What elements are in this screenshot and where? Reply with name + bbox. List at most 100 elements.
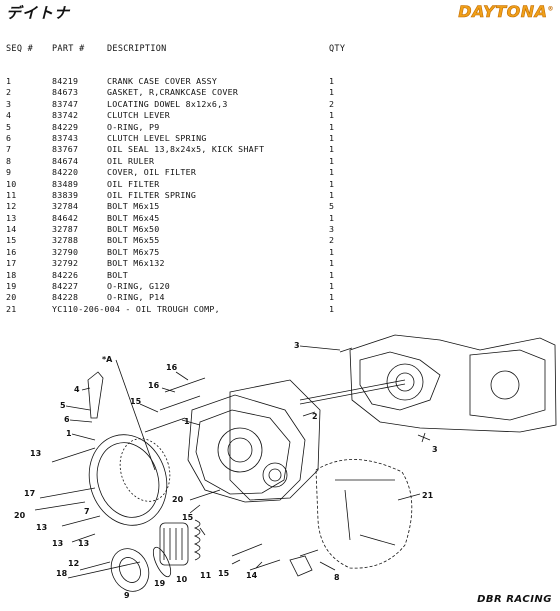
description-cell: OIL RULER: [107, 155, 155, 166]
description-cell: BOLT: [107, 269, 128, 280]
qty-cell: 1: [329, 292, 335, 303]
callout-a: *A: [102, 355, 113, 364]
callout-16a: 16: [166, 363, 178, 372]
part-cell: 32792: [52, 258, 79, 269]
description-cell: O-RING, G120: [107, 281, 170, 292]
col-header-part: PART #: [52, 44, 85, 54]
description-cell: OIL FILTER: [107, 178, 160, 189]
callout-15c: 15: [218, 569, 230, 578]
table-row: 1 84219 CRANK CASE COVER ASSY 1: [0, 76, 560, 87]
qty-cell: 5: [329, 201, 335, 212]
part-cell: 84227: [52, 281, 79, 292]
part-cell: 32784: [52, 201, 79, 212]
seq-cell: 19: [6, 281, 17, 292]
daytona-logo-text: DAYTONA: [458, 2, 548, 22]
description-cell: COVER, OIL FILTER: [107, 167, 197, 178]
part-cell: 83839: [52, 189, 79, 200]
description-cell: GASKET, R,CRANKCASE COVER: [107, 87, 239, 98]
qty-cell: 2: [329, 235, 335, 246]
seq-cell: 1: [6, 76, 12, 86]
description-cell: O-RING, P14: [107, 292, 165, 303]
description-cell: BOLT M6x55: [107, 235, 160, 246]
callout-13c: 13: [52, 539, 63, 548]
seq-cell: 18: [6, 269, 17, 280]
callout-14: 14: [246, 571, 258, 580]
callout-1: 1: [66, 429, 72, 438]
description-cell: O-RING, P9: [107, 121, 160, 132]
callout-6: 6: [64, 415, 70, 424]
callout-18: 18: [56, 569, 68, 578]
seq-cell: 16: [6, 246, 17, 257]
part-cell: 83742: [52, 110, 79, 121]
description-cell: CRANK CASE COVER ASSY: [107, 76, 218, 86]
callout-9: 9: [124, 591, 130, 600]
description-cell: LOCATING DOWEL 8x12x6,3: [107, 98, 228, 109]
callout-2: 2: [312, 412, 318, 421]
qty-cell: 1: [329, 132, 335, 143]
part-cell: 84220: [52, 167, 79, 178]
seq-cell: 21: [6, 303, 17, 314]
callout-21: 21: [422, 491, 434, 500]
seq-cell: 12: [6, 201, 17, 212]
callout-8: 8: [334, 573, 340, 582]
callout-3b: 3: [432, 445, 438, 454]
callout-4: 4: [74, 385, 80, 394]
dbr-racing-logo: DBR RACING: [477, 594, 552, 605]
qty-cell: 1: [329, 246, 335, 257]
part-cell: 83743: [52, 132, 79, 143]
qty-cell: 1: [329, 144, 335, 155]
callout-13d: 13: [78, 539, 89, 548]
qty-cell: 1: [329, 281, 335, 292]
callout-5: 5: [60, 401, 66, 410]
part-cell: 84674: [52, 155, 79, 166]
callout-16b: 16: [148, 381, 160, 390]
col-header-qty: QTY: [329, 44, 346, 54]
callout-19: 19: [154, 579, 166, 588]
callout-15b: 15: [182, 513, 194, 522]
qty-cell: 1: [329, 212, 335, 223]
part-cell: 83489: [52, 178, 79, 189]
qty-cell: 1: [329, 258, 335, 269]
exploded-parts-diagram: 3 3 2 *A 16 16 15 4 5 6 1 1 13 17 20 7 1…: [14, 334, 557, 600]
part-cell: 32787: [52, 224, 79, 235]
seq-cell: 9: [6, 167, 12, 178]
seq-cell: 14: [6, 224, 17, 235]
seq-cell: 10: [6, 178, 17, 189]
part-cell: 84219: [52, 76, 79, 86]
daytona-katakana-logo: デイトナ: [6, 4, 71, 22]
table-row: 15 32788 BOLT M6x55 2: [0, 235, 560, 246]
description-cell: OIL FILTER SPRING: [107, 189, 197, 200]
seq-cell: 15: [6, 235, 17, 246]
callout-10: 10: [176, 575, 188, 584]
qty-cell: 1: [329, 87, 335, 98]
description-cell: BOLT M6x50: [107, 224, 160, 235]
seq-cell: 4: [6, 110, 12, 121]
part-cell: 32788: [52, 235, 79, 246]
part-cell: 84229: [52, 121, 79, 132]
callout-13b: 13: [36, 523, 47, 532]
seq-cell: 2: [6, 87, 12, 98]
callout-20b: 20: [172, 495, 184, 504]
callout-12: 12: [68, 559, 79, 568]
callout-11: 11: [200, 571, 212, 580]
qty-cell: 1: [329, 76, 335, 86]
callout-3a: 3: [294, 341, 300, 350]
seq-cell: 8: [6, 155, 12, 166]
description-cell: OIL SEAL 13,8x24x5, KICK SHAFT: [107, 144, 265, 155]
